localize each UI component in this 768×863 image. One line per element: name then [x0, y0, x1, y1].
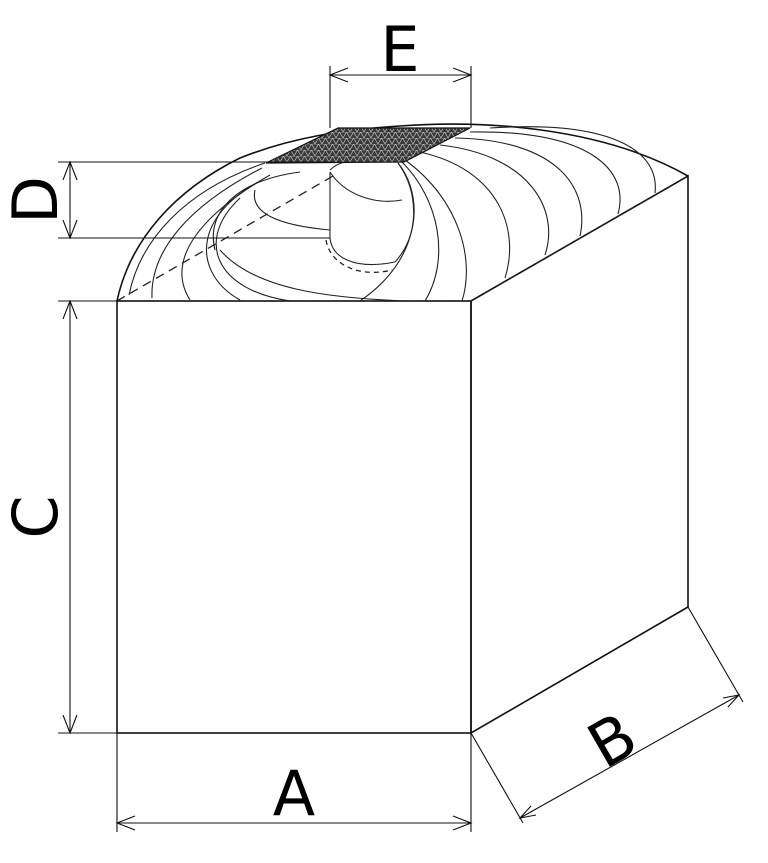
dimension-a: A: [115, 733, 473, 832]
label-b: B: [576, 698, 649, 782]
front-face: [116, 300, 472, 734]
spout-mesh-top: [265, 127, 471, 164]
label-d: D: [0, 176, 72, 224]
bag-body: [116, 174, 689, 735]
dimension-d: D: [0, 160, 330, 240]
filling-spout: [325, 162, 415, 274]
dimension-b: B: [470, 606, 744, 824]
label-e: E: [380, 13, 419, 86]
dimension-c: C: [0, 299, 117, 735]
side-face: [470, 174, 689, 735]
dimension-e: E: [328, 13, 473, 128]
label-a: A: [273, 757, 315, 830]
label-c: C: [0, 495, 72, 538]
